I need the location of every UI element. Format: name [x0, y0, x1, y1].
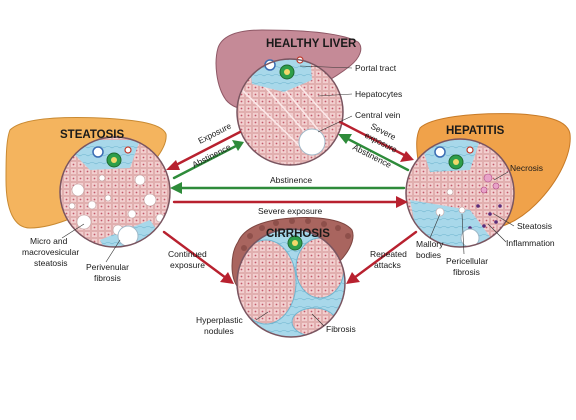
label-mallory-line1: Mallory: [416, 239, 444, 249]
label-inflammation: Inflammation: [506, 238, 555, 248]
arrow-label-continued-line2: exposure: [170, 260, 205, 270]
fat-vacuoles: [68, 174, 165, 236]
label-fibrosis: Fibrosis: [326, 324, 356, 334]
label-hyperplastic-line1: Hyperplastic: [196, 315, 244, 325]
label-steatosis-feature: Steatosis: [517, 221, 552, 231]
leader-lines: [61, 65, 515, 327]
hepatitis-lobule: [405, 138, 515, 248]
arrow-label-continued-line1: Continued: [168, 249, 207, 259]
healthy-lobule: [236, 56, 344, 166]
title-hepatitis: HEPATITIS: [446, 125, 505, 137]
arrow-continued-exposure: [162, 230, 228, 280]
healthy-central-vein: [298, 128, 326, 156]
label-micro-line1: Micro and: [30, 236, 68, 246]
label-central-vein: Central vein: [355, 110, 401, 120]
label-pericellular-line1: Pericellular: [446, 256, 488, 266]
arrow-abstinence-left: [172, 144, 238, 180]
arrow-repeated-attacks: [352, 230, 418, 280]
label-micro-line3: steatosis: [34, 258, 68, 268]
arrow-label-repeated-line2: attacks: [374, 260, 401, 270]
label-pericellular-line2: fibrosis: [453, 267, 480, 277]
arrow-abstinence-right: [344, 136, 410, 172]
mallory-bodies: [435, 188, 466, 217]
arrow-label-severe-exposure-middle: Severe exposure: [258, 206, 323, 216]
necrosis-focus: [480, 173, 500, 194]
cirrhosis-nodular-surface: [241, 218, 351, 251]
label-micro-line2: macrovesicular: [22, 247, 79, 257]
title-steatosis: STEATOSIS: [60, 129, 124, 141]
label-perivenular-line1: Perivenular: [86, 262, 129, 272]
arrow-label-abstinence-middle: Abstinence: [270, 175, 312, 185]
label-mallory-line2: bodies: [416, 250, 441, 260]
arrows: [162, 120, 418, 284]
label-portal-tract: Portal tract: [355, 63, 397, 73]
arrow-severe-exposure-top: [338, 120, 408, 158]
arrow-label-repeated-line1: Repeated: [370, 249, 407, 259]
steatosis-lobule: [59, 136, 171, 248]
label-perivenular-line2: fibrosis: [94, 273, 121, 283]
title-cirrhosis: CIRRHOSIS: [266, 228, 330, 240]
label-hyperplastic-line2: nodules: [204, 326, 234, 336]
arrow-exposure: [172, 130, 242, 168]
cirrhosis-lobule: [236, 228, 346, 338]
hepatitis-central-vein: [460, 228, 480, 247]
label-hepatocytes: Hepatocytes: [355, 89, 402, 99]
label-necrosis: Necrosis: [510, 163, 543, 173]
regenerative-nodule: [237, 239, 297, 325]
title-healthy-liver: HEALTHY LIVER: [266, 38, 357, 50]
